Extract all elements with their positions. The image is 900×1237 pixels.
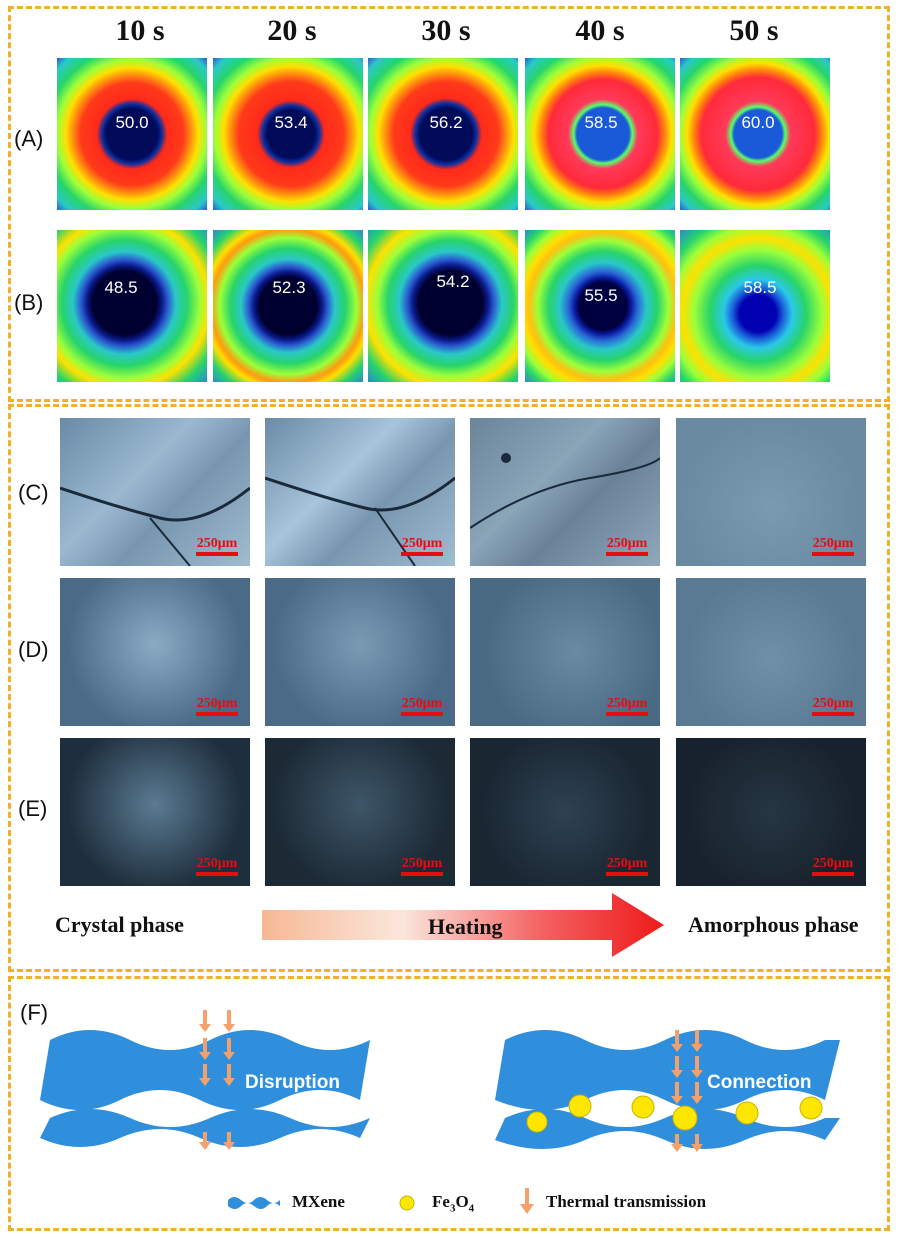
connection-label: Connection [707,1072,812,1093]
frame-thermal [8,6,890,402]
thermal-transmission-legend-label: Thermal transmission [546,1192,707,1211]
micrograph-c-4: 250μm [676,418,866,566]
micrograph-e-4: 250μm [676,738,866,886]
scale-bar: 250μm [196,536,238,556]
frame-schematic [8,976,890,1231]
fe3o4-legend-label: Fe3O4 [432,1192,475,1215]
micrograph-d-4: 250μm [676,578,866,726]
thermal-value: 53.4 [274,113,308,132]
heating-arrow [262,893,664,957]
time-label-20s: 20 s [267,14,317,47]
row-label-c: (C) [18,480,49,505]
frame-microscopy [8,404,890,972]
scale-bar: 250μm [606,696,648,716]
scale-bar: 250μm [196,696,238,716]
thermal-image-b-3: 54.2 [368,230,518,382]
time-label-40s: 40 s [575,14,625,47]
scale-bar: 250μm [606,856,648,876]
row-label-e: (E) [18,796,48,821]
thermal-image-a-2: 53.4 [213,58,363,210]
schematic-connection [495,1030,840,1152]
scale-bar: 250μm [812,696,854,716]
thermal-value: 50.0 [115,113,149,132]
thermal-value: 58.5 [743,278,777,297]
scale-bar: 250μm [812,856,854,876]
thermal-image-a-5: 60.0 [680,58,830,210]
thermal-image-a-4: 58.5 [525,58,675,210]
scale-bar: 250μm [606,536,648,556]
mxene-legend-icon [228,1197,280,1209]
heating-label: Heating [428,914,503,939]
time-label-30s: 30 s [421,14,471,47]
thermal-transmission-legend-icon [520,1188,534,1214]
mxene-legend-label: MXene [292,1192,345,1211]
schematic-disruption [40,1010,370,1150]
micrograph-e-2: 250μm [265,738,455,886]
row-label-d: (D) [18,637,49,662]
micrograph-e-1: 250μm [60,738,250,886]
scale-bar: 250μm [401,856,443,876]
micrograph-c-2: 250μm [265,418,455,566]
disruption-label: Disruption [245,1072,340,1093]
micrograph-d-1: 250μm [60,578,250,726]
thermal-value: 60.0 [741,113,775,132]
scale-bar: 250μm [401,696,443,716]
amorphous-phase-label: Amorphous phase [688,912,859,937]
micrograph-c-1: 250μm [60,418,250,566]
row-label-b: (B) [14,290,44,315]
thermal-image-b-2: 52.3 [213,230,363,382]
time-label-10s: 10 s [115,14,165,47]
micrograph-c-3: 250μm [470,418,660,566]
thermal-value: 48.5 [104,278,138,297]
thermal-value: 55.5 [584,286,618,305]
micrograph-e-3: 250μm [470,738,660,886]
thermal-image-b-1: 48.5 [57,230,207,382]
thermal-image-a-1: 50.0 [57,58,207,210]
thermal-value: 58.5 [584,113,618,132]
micrograph-d-2: 250μm [265,578,455,726]
row-label-a: (A) [14,126,44,151]
thermal-image-b-4: 55.5 [525,230,675,382]
time-label-50s: 50 s [729,14,779,47]
micrograph-d-3: 250μm [470,578,660,726]
thermal-image-b-5: 58.5 [680,230,830,382]
crystal-phase-label: Crystal phase [55,912,184,937]
thermal-value: 54.2 [436,272,470,291]
scale-bar: 250μm [196,856,238,876]
thermal-value: 52.3 [272,278,306,297]
scale-bar: 250μm [812,536,854,556]
fe3o4-legend-icon [399,1195,415,1211]
row-label-f: (F) [20,1000,49,1025]
thermal-image-a-3: 56.2 [368,58,518,210]
thermal-value: 56.2 [429,113,463,132]
scale-bar: 250μm [401,536,443,556]
